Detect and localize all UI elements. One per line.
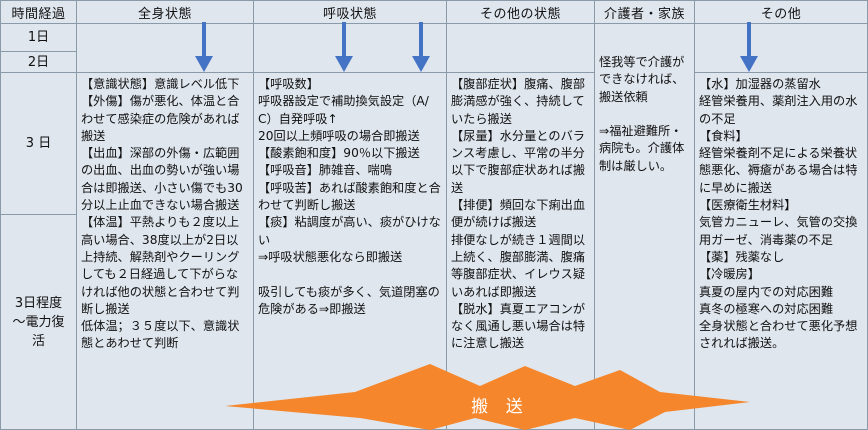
- header-other: その他: [694, 0, 868, 24]
- header-respiration-label: 呼吸状態: [322, 6, 377, 22]
- header-whole-body-label: 全身状態: [137, 6, 192, 22]
- header-time-label: 時間経過: [11, 6, 66, 22]
- other-early: [694, 23, 868, 73]
- row-day3-until-power: 3日程度 ～電力復 活: [0, 214, 77, 430]
- down-arrow-icon: [195, 22, 213, 72]
- other-state-early: [446, 23, 595, 73]
- whole-body-early: [76, 23, 254, 73]
- header-other-label: その他: [760, 6, 802, 22]
- row-day1: 1日: [0, 23, 77, 52]
- header-whole-body: 全身状態: [76, 0, 254, 24]
- respiration-content: 【呼吸数】 呼吸器設定で補助換気設定（A/C）自発呼吸↑ 20回以上頻呼吸の場合…: [253, 72, 447, 430]
- header-caregiver-label: 介護者・家族: [603, 6, 685, 22]
- down-arrow-icon: [335, 22, 353, 72]
- transport-banner: [225, 364, 750, 430]
- down-arrow-icon: [412, 22, 430, 72]
- caregiver-content: 怪我等で介護ができなければ、搬送依頼 ⇒福祉避難所・病院も。介護体制は厳しい。: [599, 55, 685, 173]
- other-state-content: 【腹部症状】腹痛、腹部膨満感が強く、持続していたら搬送 【尿量】水分量とのバラン…: [446, 72, 595, 430]
- header-other-state: その他の状態: [446, 0, 595, 24]
- row-day3-label: 3 日: [25, 136, 52, 151]
- header-caregiver: 介護者・家族: [594, 0, 695, 24]
- transport-banner-label: 搬 送: [471, 397, 529, 417]
- row-day2: 2日: [0, 51, 77, 73]
- row-day3-until-power-label: 3日程度 ～電力復 活: [12, 295, 65, 349]
- whole-body-content: 【意識状態】意識レベル低下 【外傷】傷が悪化、体温と合わせて感染症の危険があれば…: [76, 72, 254, 430]
- row-day2-label: 2日: [27, 54, 50, 70]
- header-time: 時間経過: [0, 0, 77, 24]
- header-respiration: 呼吸状態: [253, 0, 447, 24]
- other-content: 【水】加湿器の蒸留水 経管栄養用、薬剤注入用の水の不足 【食料】 経管栄養剤不足…: [694, 72, 868, 430]
- row-day3: 3 日: [0, 72, 77, 215]
- header-other-state-label: その他の状態: [479, 6, 561, 22]
- down-arrow-icon: [740, 22, 758, 72]
- row-day1-label: 1日: [27, 30, 50, 45]
